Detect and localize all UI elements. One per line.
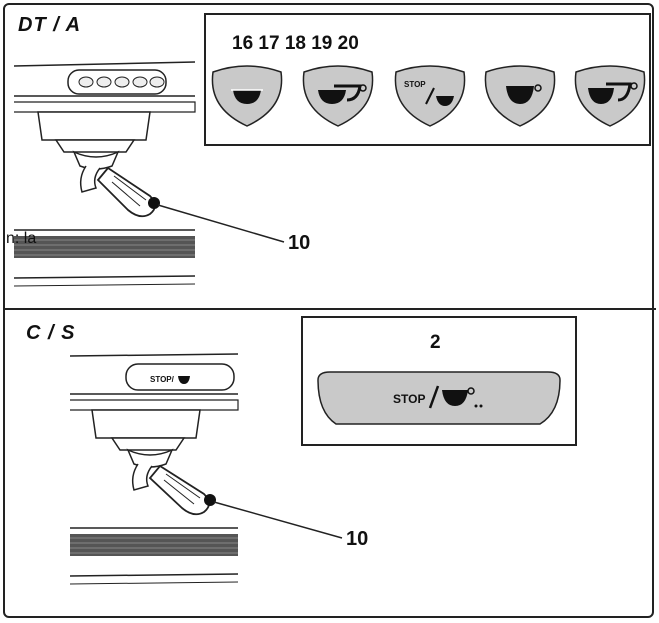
callout-10-top: 10: [288, 232, 311, 254]
panel-title-bottom: C / S: [26, 322, 76, 344]
panel-title-top: DT / A: [18, 14, 82, 36]
stop-button: [394, 65, 466, 127]
double-coffee-button: [574, 65, 646, 127]
stop-wide-button: [317, 371, 561, 425]
button-numbers: 16 17 18 19 20: [232, 33, 359, 54]
double-espresso-button: [302, 65, 374, 127]
figure-frame: [3, 3, 654, 618]
machine-illustration-top: [13, 61, 285, 287]
stop-label-bottom: STOP: [393, 392, 426, 406]
single-coffee-button: [484, 65, 556, 127]
stray-text: n: la: [6, 230, 37, 247]
stop-label-top: STOP: [404, 80, 426, 89]
button-row-top: [211, 65, 646, 127]
single-espresso-button: [211, 65, 283, 127]
panel-divider: [3, 308, 656, 310]
button-number-2: 2: [430, 332, 441, 353]
svg-text:STOP/: STOP/: [150, 375, 175, 384]
callout-10-bottom: 10: [346, 528, 369, 550]
